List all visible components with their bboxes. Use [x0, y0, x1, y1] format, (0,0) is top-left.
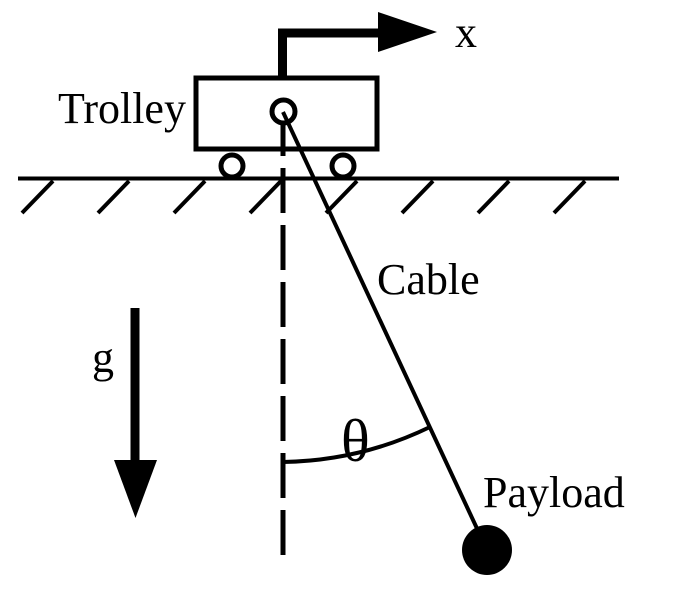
ground-hatch-icon: [172, 179, 207, 215]
gravity-arrow: [114, 308, 157, 518]
gravity-arrowhead-icon: [114, 460, 157, 518]
cable-label: Cable: [377, 255, 480, 304]
x-axis-label: x: [455, 8, 477, 57]
trolley-right-wheel: [329, 152, 357, 180]
pivot-circle: [269, 97, 298, 126]
trolley-box: [193, 75, 380, 152]
ground-hatch-icon: [248, 179, 283, 215]
gravity-label: g: [92, 333, 114, 382]
x-axis-arrowhead-icon: [378, 12, 437, 52]
ground-hatching: [20, 179, 587, 215]
ground-hatch-icon: [476, 179, 511, 215]
x-axis-arrow-shaft: [278, 28, 380, 82]
ground-hatch-icon: [20, 179, 55, 215]
ground-hatch-icon: [552, 179, 587, 215]
cable-line: [281, 111, 489, 551]
ground-hatch-icon: [400, 179, 435, 215]
payload-label: Payload: [483, 468, 625, 517]
payload-mass: [462, 525, 512, 575]
angle-arc: [282, 425, 431, 464]
angle-label: θ: [341, 408, 370, 474]
x-axis-arrow: [278, 12, 437, 82]
ground: [18, 176, 619, 215]
trolley-left-wheel: [218, 152, 246, 180]
trolley-label: Trolley: [58, 84, 186, 133]
ground-hatch-icon: [96, 179, 131, 215]
ground-hatch-icon: [324, 179, 359, 215]
